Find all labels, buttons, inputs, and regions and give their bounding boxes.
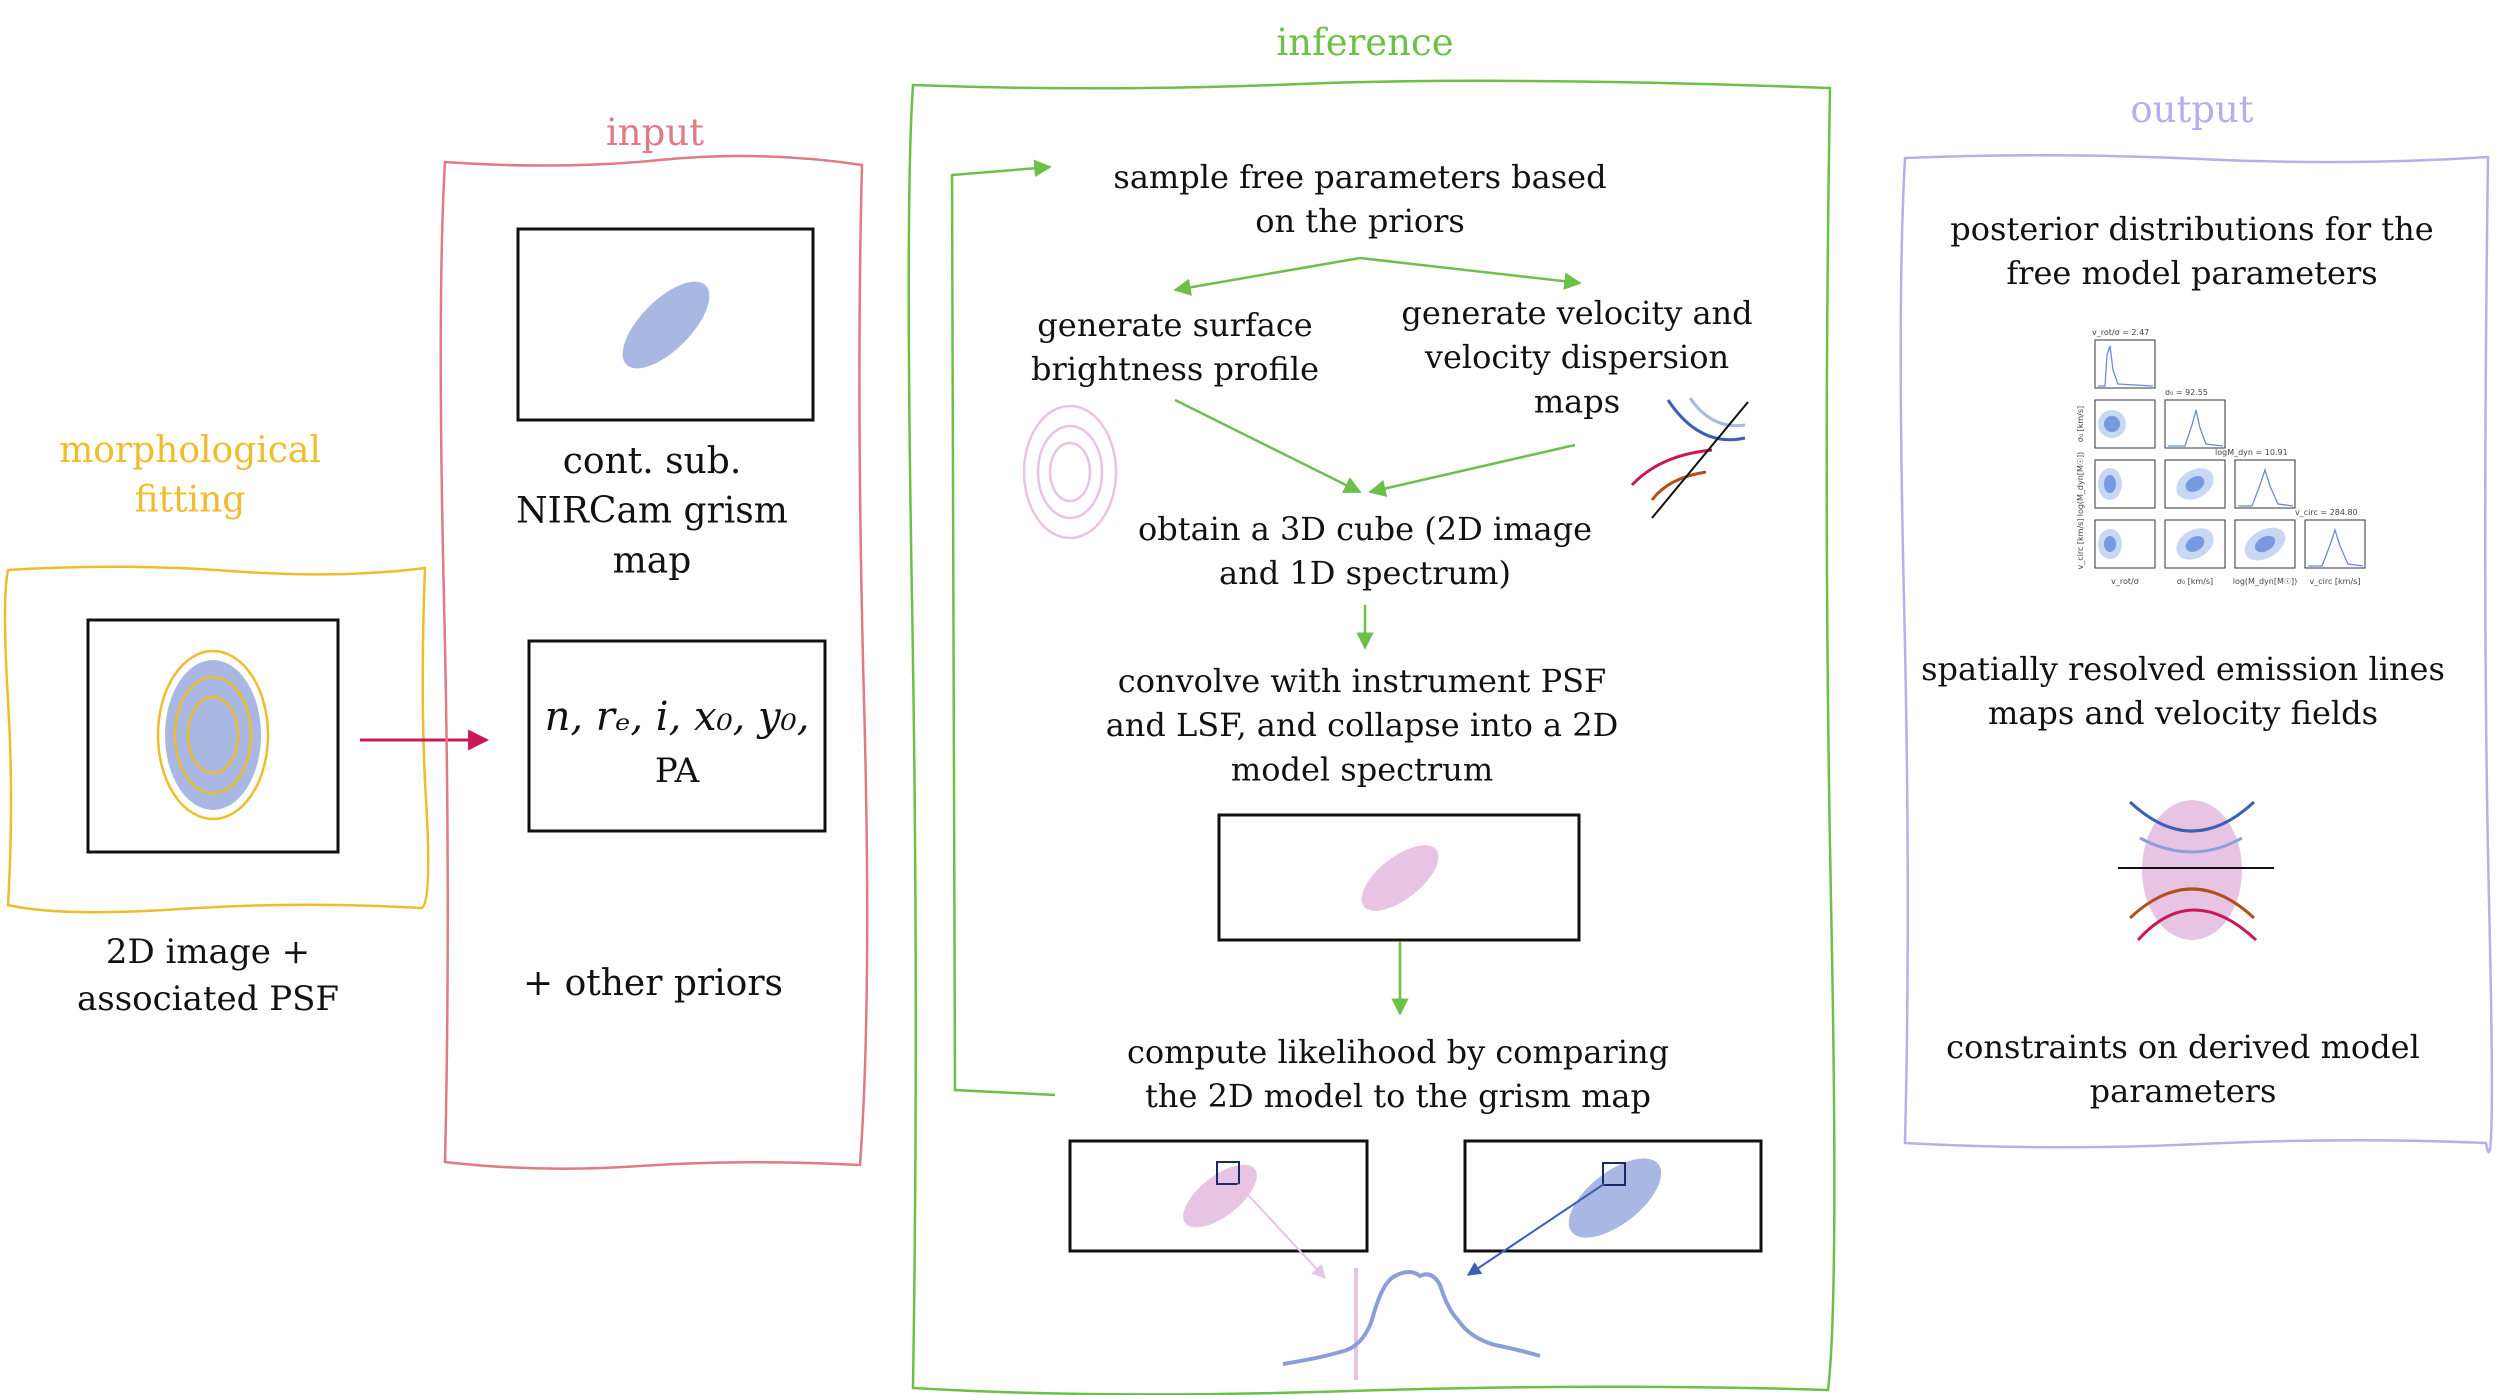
grism-galaxy xyxy=(622,281,710,369)
input-frame xyxy=(439,154,869,1170)
corner-xlabel-2: σ₀ [km/s] xyxy=(2177,577,2213,586)
params-line2: PA xyxy=(655,751,700,791)
profile-contour-mid xyxy=(1036,424,1104,520)
psf-contour-inner xyxy=(186,695,240,775)
section-title-input: input xyxy=(606,111,704,154)
section-title-inference: inference xyxy=(1276,21,1453,64)
corner-xlabel-3: log(M_dyn[M☉]) xyxy=(2233,577,2298,586)
velocity-to-cube-arrow xyxy=(1368,443,1576,498)
sample-to-surface-arrow xyxy=(1173,256,1361,296)
params-line1: n, rₑ, i, x₀, y₀, xyxy=(545,694,810,740)
loop-arrow xyxy=(950,159,1056,1097)
corner-title-1: v_rot/σ = 2.47 xyxy=(2092,328,2149,337)
morph-galaxy xyxy=(165,660,261,810)
corner-plot: v_rot/σ = 2.47 σ₀ = 92.55 logM_dyn = 10.… xyxy=(2076,328,2366,586)
output-frame xyxy=(1899,153,2494,1154)
grism-pixel-arrow xyxy=(1466,1183,1605,1276)
model-pixel-marker xyxy=(1216,1161,1240,1185)
profile-contour-outer xyxy=(1022,404,1118,540)
profile-contour-inner xyxy=(1048,441,1092,503)
corner-xlabel-1: v_rot/σ xyxy=(2111,577,2139,586)
corner-title-2: σ₀ = 92.55 xyxy=(2165,388,2208,397)
other-priors: + other priors xyxy=(523,963,783,1004)
velocity-map-icon xyxy=(1630,397,1749,519)
model-spectrum-box xyxy=(1217,813,1581,942)
psf-contour-mid xyxy=(173,675,253,795)
model-spectrum-blob xyxy=(1361,845,1439,911)
inference-frame xyxy=(907,79,1836,1395)
corner-title-4: v_circ = 284.80 xyxy=(2295,508,2358,517)
grism-compare-blob xyxy=(1568,1158,1662,1238)
corner-ylabel-3: v_circ [km/s] xyxy=(2076,519,2085,570)
corner-xlabel-4: v_circ [km/s] xyxy=(2310,577,2361,586)
model-pixel-arrow xyxy=(1237,1183,1326,1280)
velocity-field-icon xyxy=(2118,800,2274,942)
corner-title-3: logM_dyn = 10.91 xyxy=(2215,448,2288,457)
morph-caption: 2D image +associated PSF xyxy=(77,932,339,1019)
corner-ylabel-1: σ₀ [km/s] xyxy=(2076,406,2085,442)
section-title-output: output xyxy=(2130,88,2253,131)
grism-pixel-marker xyxy=(1602,1162,1626,1186)
observed-spectrum-curve xyxy=(1282,1270,1541,1366)
corner-ylabel-2: log(M_dyn[M☉]) xyxy=(2076,452,2085,517)
model-compare-box xyxy=(1068,1139,1369,1253)
params-box xyxy=(527,639,827,833)
surface-to-cube-arrow xyxy=(1174,398,1362,494)
sample-to-velocity-arrow xyxy=(1359,256,1582,290)
morph-frame xyxy=(3,565,430,914)
psf-contour-outer xyxy=(156,649,270,821)
